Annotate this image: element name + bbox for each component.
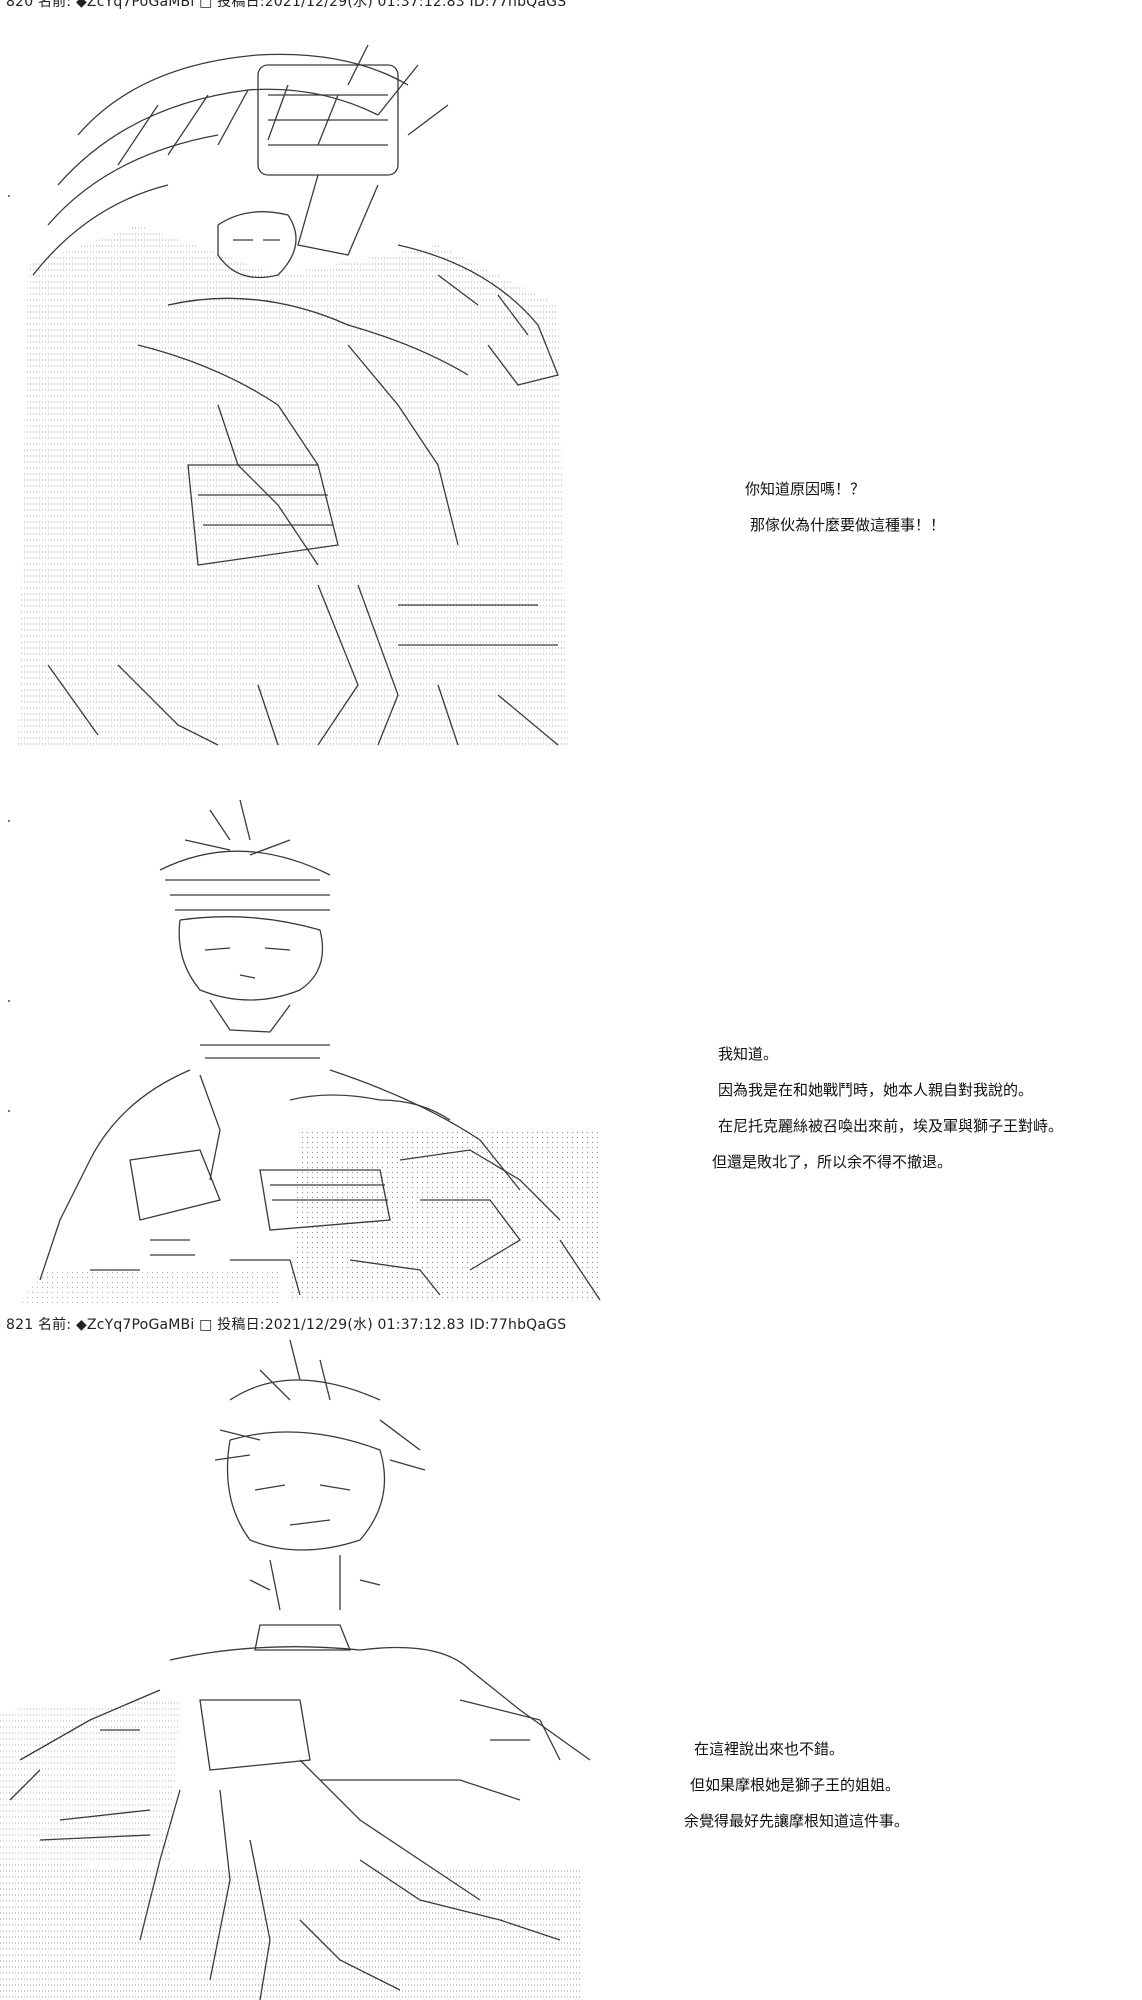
post-header-820: 820 名前: ◆ZcYq7PoGaMBi □ 投稿日:2021/12/29(水… [6,0,567,10]
dialogue-line: 你知道原因嗎！？ [745,480,866,498]
dialogue-line: 在尼托克麗絲被召喚出來前，埃及軍與獅子王對峙。 [718,1117,1064,1135]
dialogue-line: 但如果摩根她是獅子王的姐姐。 [690,1776,901,1794]
margin-dot [8,820,10,822]
margin-dot [8,1110,10,1112]
dialogue-box-panel-3: 在這裡說出來也不錯。 但如果摩根她是獅子王的姐姐。 余覺得最好先讓摩根知道這件事… [684,1740,909,1831]
dialogue-box-panel-1: 你知道原因嗎！？ 那傢伙為什麼要做這種事！！ [745,480,945,535]
ascii-art-armored-warrior-icon [0,800,610,1310]
post-header-821: 821 名前: ◆ZcYq7PoGaMBi □ 投稿日:2021/12/29(水… [6,1317,567,1333]
dialogue-line: 在這裡說出來也不錯。 [694,1740,845,1758]
dialogue-line: 我知道。 [718,1045,779,1063]
dialogue-box-panel-2: 我知道。 因為我是在和她戰鬥時，她本人親自對我說的。 在尼托克麗絲被召喚出來前，… [712,1045,1064,1172]
dialogue-line: 但還是敗北了，所以余不得不撤退。 [712,1153,953,1171]
ascii-art-caped-hero-icon [0,1340,600,2000]
dialogue-line: 因為我是在和她戰鬥時，她本人親自對我說的。 [718,1081,1034,1099]
margin-dot [8,1000,10,1002]
ascii-art-knight-on-horseback-icon [18,45,578,760]
dialogue-line: 余覺得最好先讓摩根知道這件事。 [684,1812,910,1830]
margin-dot [8,195,10,197]
dialogue-line: 那傢伙為什麼要做這種事！！ [750,516,946,534]
